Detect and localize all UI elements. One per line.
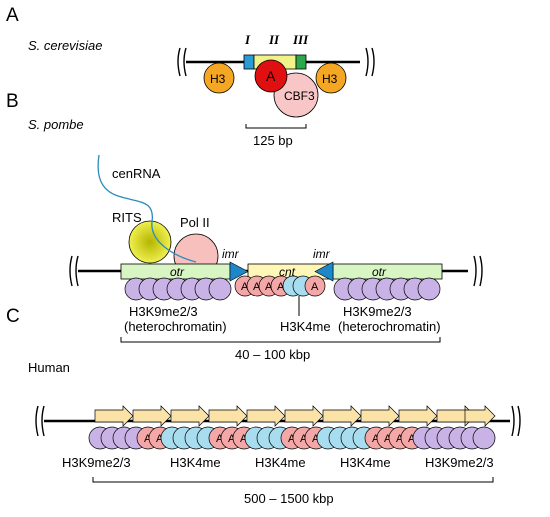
cde1-label: I [244, 32, 251, 47]
svg-text:A: A [300, 433, 308, 445]
imr-label-left: imr [222, 247, 240, 261]
cenrna-strand [97, 154, 197, 263]
svg-text:A: A [144, 433, 152, 445]
hetero-label-right: (heterochromatin) [338, 319, 441, 334]
rits-complex [128, 220, 172, 264]
rits-label: RITS [112, 210, 142, 225]
cenrna-label: cenRNA [112, 166, 161, 181]
human-nucleosome-array: A A A A A A A A A A A A [88, 426, 496, 450]
hetero-label-left: (heterochromatin) [124, 319, 227, 334]
svg-text:A: A [216, 433, 224, 445]
panel-b-letter: B [6, 91, 19, 112]
cde3-element [295, 54, 307, 70]
cnt-label: cnt [279, 265, 296, 279]
human-h3k9-label-left: H3K9me2/3 [62, 455, 131, 470]
panel-c-scale-label: 500 – 1500 kbp [244, 491, 334, 506]
svg-text:A: A [288, 433, 296, 445]
panel-c-species: Human [28, 360, 70, 375]
svg-text:A: A [156, 433, 164, 445]
panel-c-letter: C [6, 306, 20, 327]
svg-text:A: A [408, 433, 416, 445]
svg-text:A: A [372, 433, 380, 445]
panel-b-species: S. pombe [28, 117, 84, 132]
otr-label-right: otr [372, 265, 387, 279]
cnt-nucleosomes: A A A A A [234, 275, 326, 297]
h3k9-label-left: H3K9me2/3 [129, 304, 198, 319]
h3-nucleosome-left [203, 62, 235, 94]
alpha-satellite-repeats [94, 405, 496, 427]
cenpa-label: A [266, 68, 276, 84]
svg-text:A: A [253, 281, 261, 293]
svg-text:A: A [228, 433, 236, 445]
h3k9-label-right: H3K9me2/3 [343, 304, 412, 319]
svg-text:A: A [396, 433, 404, 445]
h3k4-label: H3K4me [280, 319, 331, 334]
h3-nucleosome-right [315, 62, 347, 94]
panel-a-species: S. cerevisiae [28, 38, 102, 53]
panel-a-letter: A [6, 5, 19, 26]
imr-arrow-right [314, 261, 334, 282]
panel-a-scale-bar [245, 124, 307, 129]
imr-label-right: imr [313, 247, 331, 261]
otr-label-left: otr [170, 265, 185, 279]
svg-text:A: A [277, 281, 285, 293]
h3-label-right: H3 [322, 72, 338, 86]
panel-b-scale-label: 40 – 100 kbp [235, 347, 310, 362]
panel-b-scale-bar [120, 337, 441, 343]
cenpa-nucleosome [254, 59, 288, 93]
svg-text:A: A [241, 281, 249, 293]
h3k9-array-right [333, 277, 441, 301]
svg-text:A: A [240, 433, 248, 445]
svg-text:A: A [311, 281, 319, 293]
human-h3k4-label-3: H3K4me [340, 455, 391, 470]
cbf3-label: CBF3 [284, 89, 315, 103]
svg-text:A: A [384, 433, 392, 445]
human-h3k4-label-1: H3K4me [170, 455, 221, 470]
cenpa-nucleosome [304, 275, 326, 297]
human-h3k9-label-right: H3K9me2/3 [425, 455, 494, 470]
human-h3k4-label-2: H3K4me [255, 455, 306, 470]
panel-a-scale-label: 125 bp [253, 133, 293, 148]
svg-text:A: A [312, 433, 320, 445]
h3k9-array-left [124, 277, 232, 301]
otr-region-right [332, 263, 443, 280]
panel-c-scale-bar [92, 477, 494, 483]
cde3-label: III [292, 32, 309, 47]
h3-label-left: H3 [210, 72, 226, 86]
svg-text:A: A [265, 281, 273, 293]
pol2-label: Pol II [180, 215, 210, 230]
imr-arrow-left [229, 261, 249, 282]
cde2-label: II [268, 32, 280, 47]
cde1-element [243, 54, 255, 70]
